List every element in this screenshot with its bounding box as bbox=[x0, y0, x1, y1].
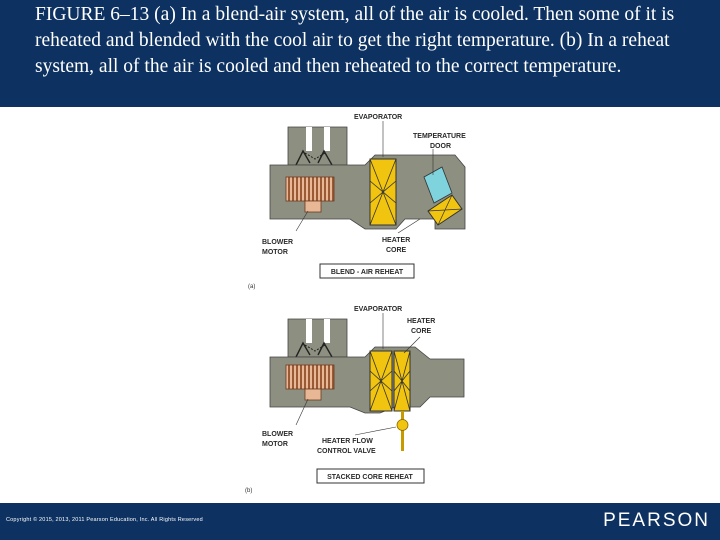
diagram-a: EVAPORATOR TEMPERATURE DOOR BLOWER MOTOR… bbox=[248, 114, 466, 290]
heater-flow-control-valve bbox=[396, 411, 409, 451]
pearson-logo: PEARSON bbox=[603, 510, 710, 531]
blower-motor-label-b: BLOWER bbox=[262, 431, 293, 438]
temperature-door-a bbox=[423, 166, 453, 204]
copyright-notice: Copyright © 2015, 2013, 2011 Pearson Edu… bbox=[6, 517, 203, 523]
blower-motor-label-a: BLOWER bbox=[262, 239, 293, 246]
blower-motor-label-a-2: MOTOR bbox=[262, 249, 288, 256]
temperature-door-label-a: TEMPERATURE bbox=[413, 133, 466, 140]
title-bar: FIGURE 6–13 (a) In a blend-air system, a… bbox=[0, 0, 720, 107]
blower-motor-b bbox=[285, 364, 335, 401]
figure-caption: FIGURE 6–13 (a) In a blend-air system, a… bbox=[35, 4, 675, 77]
evaporator-label-a: EVAPORATOR bbox=[354, 114, 402, 121]
footer-bar: Copyright © 2015, 2013, 2011 Pearson Edu… bbox=[0, 503, 720, 540]
heater-flow-valve-label-2: CONTROL VALVE bbox=[317, 448, 376, 455]
blower-housing-b bbox=[287, 318, 348, 358]
sublabel-b: (b) bbox=[245, 488, 252, 494]
evaporator-label-b: EVAPORATOR bbox=[354, 306, 402, 313]
diagram-b: EVAPORATOR HEATER CORE BLOWER MOTOR HEAT… bbox=[245, 306, 465, 494]
blower-motor-a bbox=[285, 176, 335, 213]
caption-a: BLEND - AIR REHEAT bbox=[331, 269, 404, 276]
heater-core-a bbox=[427, 194, 463, 226]
evaporator-core-a bbox=[369, 158, 397, 226]
caption-b: STACKED CORE REHEAT bbox=[327, 474, 413, 481]
heater-core-label-a-2: CORE bbox=[386, 247, 407, 254]
caption-box-a bbox=[319, 263, 415, 279]
heater-core-b bbox=[393, 350, 411, 412]
hvac-diagram: EVAPORATOR TEMPERATURE DOOR BLOWER MOTOR… bbox=[245, 114, 466, 494]
heater-core-label-a: HEATER bbox=[382, 237, 410, 244]
blower-motor-label-b-2: MOTOR bbox=[262, 441, 288, 448]
heater-core-label-b: HEATER bbox=[407, 318, 435, 325]
evaporator-core-b bbox=[369, 350, 393, 412]
blower-housing-a bbox=[287, 126, 348, 166]
heater-core-label-b-2: CORE bbox=[411, 328, 432, 335]
sublabel-a: (a) bbox=[248, 284, 255, 290]
temperature-door-label-a-2: DOOR bbox=[430, 143, 451, 150]
heater-flow-valve-label: HEATER FLOW bbox=[322, 438, 373, 445]
caption-box-b bbox=[316, 468, 425, 484]
